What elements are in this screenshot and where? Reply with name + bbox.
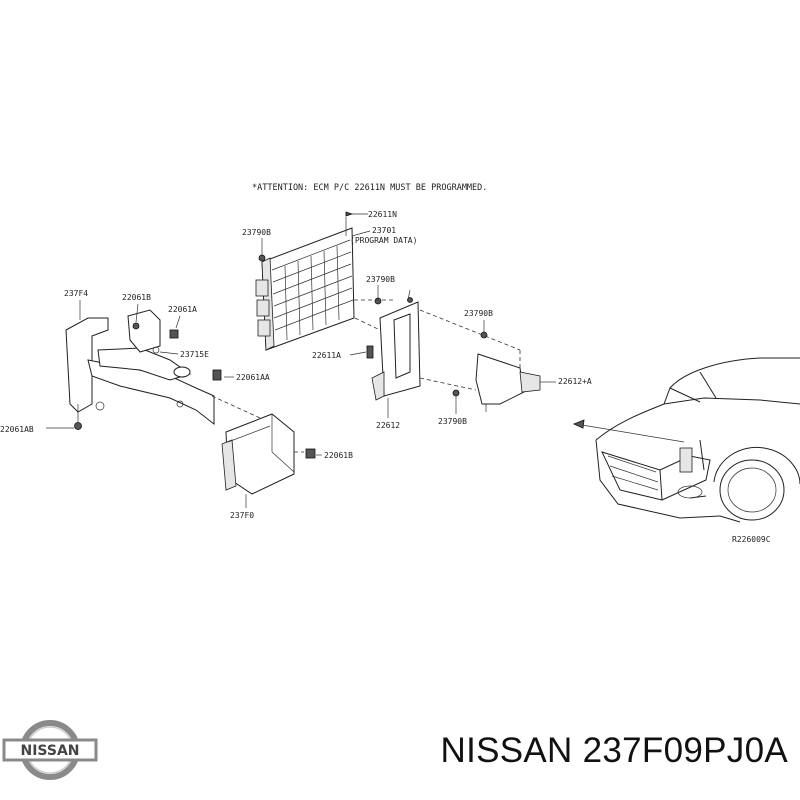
callout-22061AA: 22061AA <box>236 373 270 382</box>
callout-23790B-low: 23790B <box>438 417 467 426</box>
callout-22611A: 22611A <box>312 351 341 360</box>
callout-23715E: 23715E <box>180 350 209 359</box>
callout-237F0: 237F0 <box>230 511 254 520</box>
brand-row: NISSAN NISSAN 237F09PJ0A <box>0 715 800 785</box>
callout-22611N: 22611N <box>368 210 397 219</box>
attention-note: *ATTENTION: ECM P/C 22611N MUST BE PROGR… <box>252 183 487 193</box>
callout-23701-sub: (PROGRAM DATA) <box>350 236 417 245</box>
nissan-logo: NISSAN <box>2 720 98 780</box>
vehicle-front-sketch <box>595 357 800 523</box>
callout-22612: 22612 <box>376 421 400 430</box>
reference-code: R226009C <box>732 535 771 544</box>
callout-22061B-top: 22061B <box>122 293 151 302</box>
callout-23790B-top: 23790B <box>242 228 271 237</box>
callout-22061B-low: 22061B <box>324 451 353 460</box>
ecm-module <box>255 227 355 351</box>
part-number: NISSAN 237F09PJ0A <box>440 731 788 770</box>
callout-23701: 23701 <box>372 226 396 235</box>
callout-23790B-mid: 23790B <box>366 275 395 284</box>
callout-237F4: 237F4 <box>64 289 88 298</box>
callout-22061A: 22061A <box>168 305 197 314</box>
nissan-logo-text: NISSAN <box>20 743 79 759</box>
module-237F0 <box>221 413 295 495</box>
callout-23790B-right: 23790B <box>464 309 493 318</box>
bracket-237F4 <box>65 309 215 426</box>
callout-22612A: 22612+A <box>558 377 592 386</box>
callout-22061AB: 22061AB <box>0 425 34 434</box>
bracket-22612-a <box>475 353 541 412</box>
ecm-bracket-22612 <box>371 289 421 401</box>
